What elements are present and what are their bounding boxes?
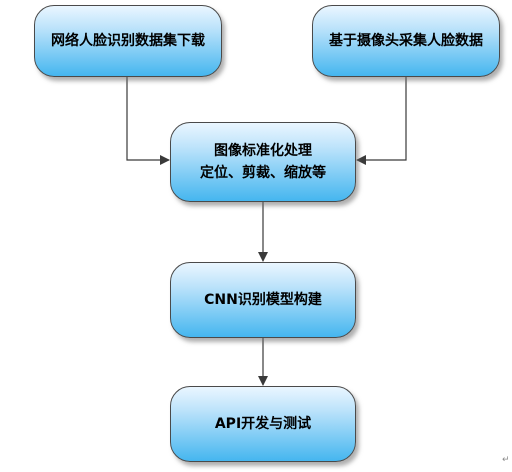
image-preprocess-title: 图像标准化处理 xyxy=(214,143,312,159)
cnn-model-node: CNN识别模型构建 xyxy=(170,262,356,338)
edge-camera-to-preprocess xyxy=(356,77,407,165)
paragraph-return-mark: ↵ xyxy=(502,455,510,465)
api-dev-node: API开发与测试 xyxy=(170,386,356,462)
image-preprocess-node: 图像标准化处理 定位、剪裁、缩放等 xyxy=(170,122,356,202)
cnn-model-label: CNN识别模型构建 xyxy=(204,292,322,308)
edge-dataset-to-preprocess xyxy=(126,77,170,165)
image-preprocess-subtitle: 定位、剪裁、缩放等 xyxy=(200,165,326,181)
camera-capture-node: 基于摄像头采集人脸数据 xyxy=(312,5,500,77)
camera-capture-label: 基于摄像头采集人脸数据 xyxy=(329,33,483,49)
dataset-download-label: 网络人脸识别数据集下载 xyxy=(51,33,205,49)
dataset-download-node: 网络人脸识别数据集下载 xyxy=(34,5,222,77)
api-dev-label: API开发与测试 xyxy=(214,416,312,432)
